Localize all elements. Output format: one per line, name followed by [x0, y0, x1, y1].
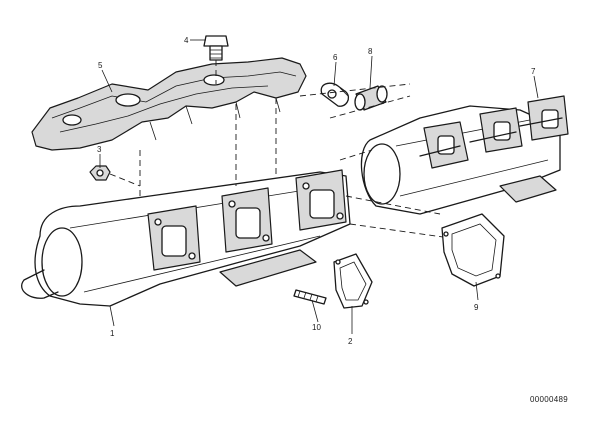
- heat-shield-part: [31, 57, 307, 151]
- callout-9: 9: [474, 303, 479, 312]
- callout-6: 6: [333, 53, 338, 62]
- callout-1: 1: [110, 329, 115, 338]
- rear-manifold-part: [360, 95, 569, 215]
- callout-labels: 1 2 3 4 5 6 7 8 9 10: [97, 36, 536, 346]
- bolt-part: [203, 35, 229, 84]
- front-manifold-part: [21, 169, 351, 307]
- diagram-code: 00000489: [530, 395, 568, 404]
- leader-lines: [99, 39, 539, 334]
- callout-2: 2: [348, 337, 353, 346]
- clamp-part: [320, 82, 350, 107]
- callout-3: 3: [97, 145, 102, 154]
- gasket-large-part: [441, 213, 505, 287]
- sleeve-part: [354, 85, 388, 111]
- callout-7: 7: [531, 67, 536, 76]
- callout-8: 8: [368, 47, 373, 56]
- callout-10: 10: [312, 323, 321, 332]
- gasket-small-part: [333, 253, 373, 309]
- nut-part: [89, 165, 141, 187]
- callout-4: 4: [184, 36, 189, 45]
- stud-part: [293, 289, 327, 305]
- callout-5: 5: [98, 61, 103, 70]
